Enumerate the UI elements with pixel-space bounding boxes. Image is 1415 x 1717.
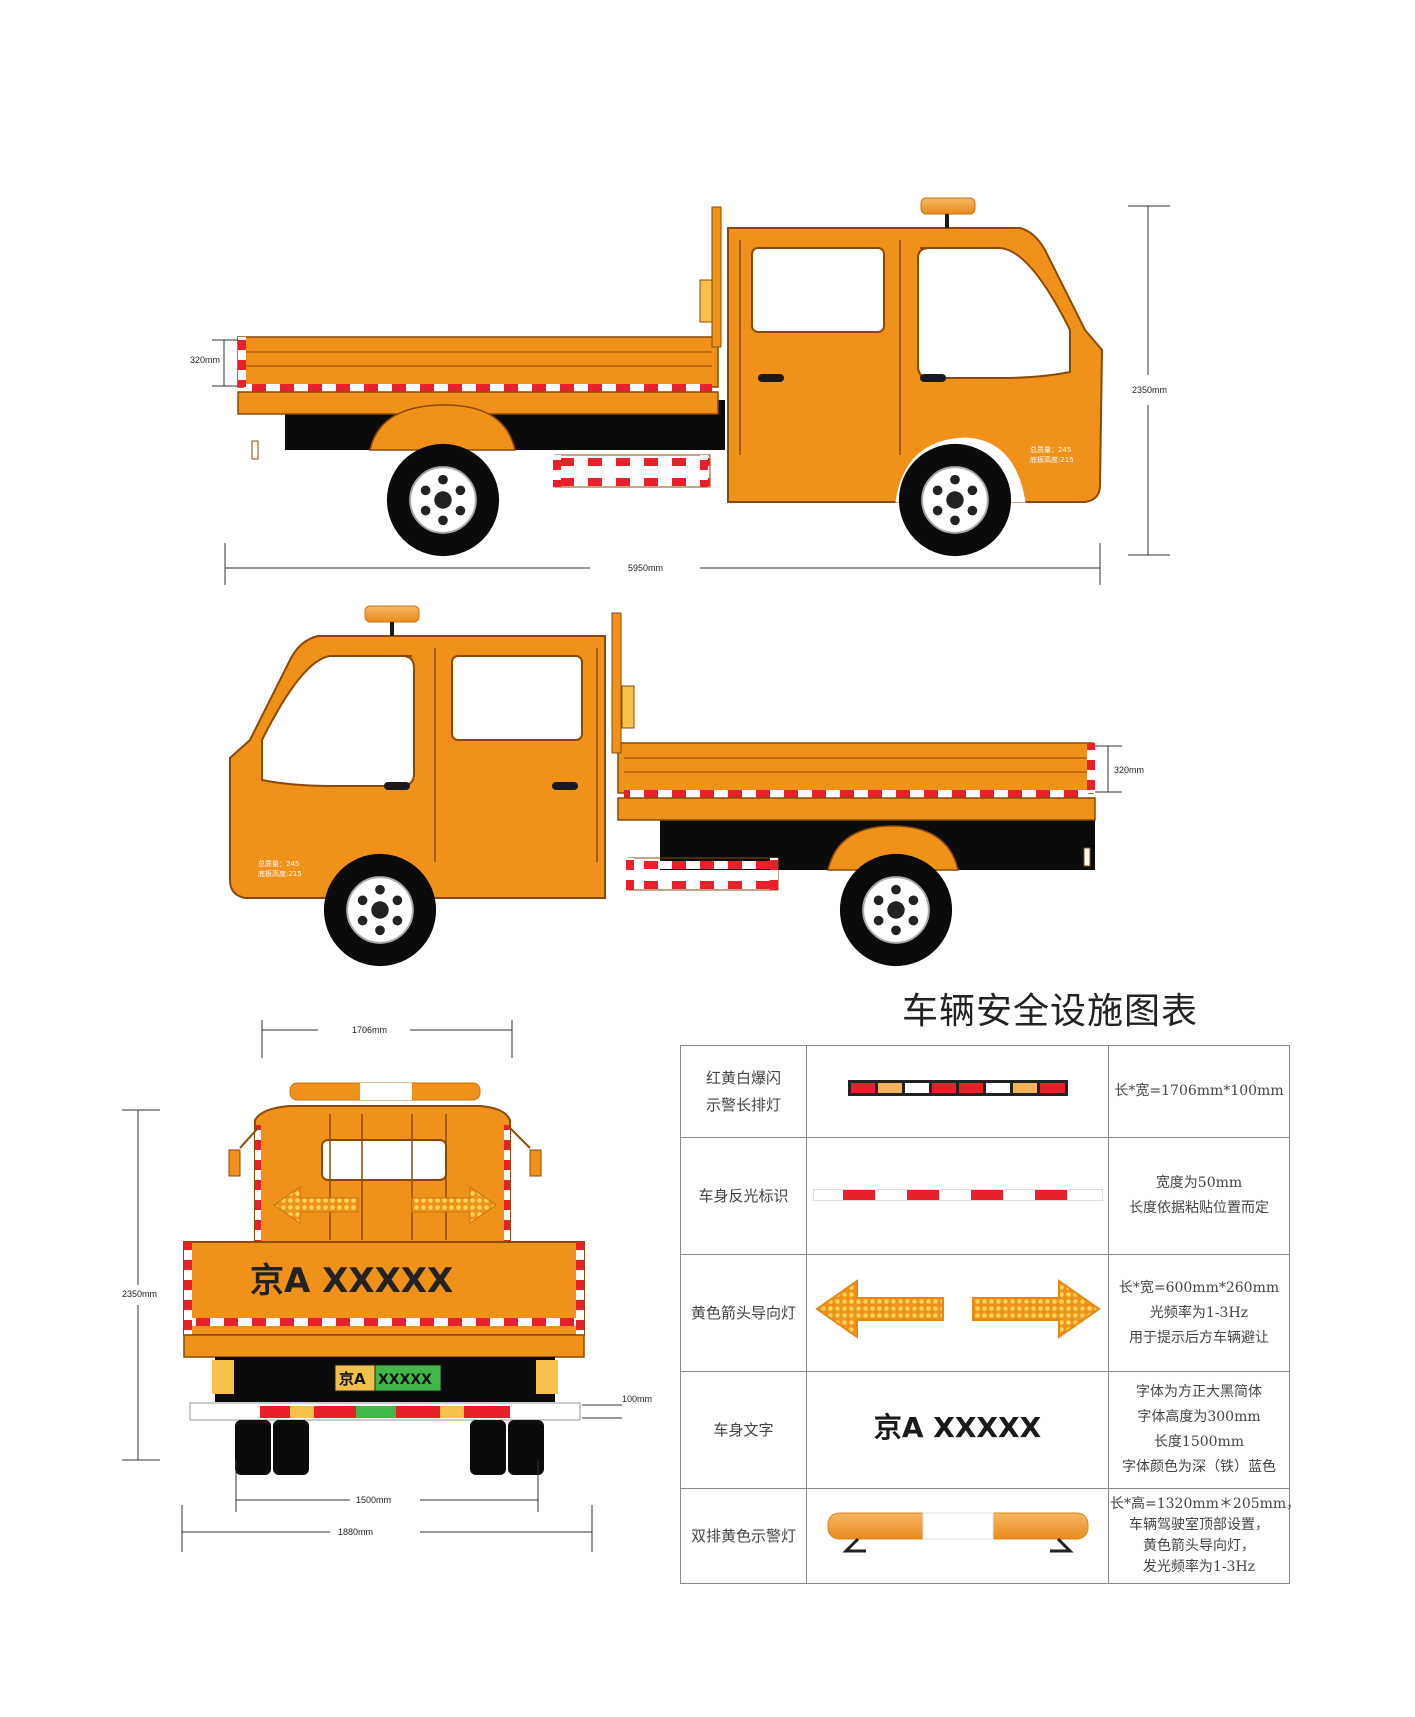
desc-line: 长*宽=1706mm*100mm bbox=[1114, 1083, 1284, 1099]
light-bar-strip bbox=[806, 1045, 1109, 1138]
plate-number: XXXXX bbox=[378, 1372, 432, 1388]
body-text-sample: 京A XXXXX bbox=[806, 1371, 1109, 1489]
desc-line: 字体高度为300mm bbox=[1137, 1409, 1261, 1425]
name-line: 双排黄色示警灯 bbox=[690, 1526, 796, 1545]
desc-line: 字体为方正大黑简体 bbox=[1136, 1384, 1262, 1400]
rear-wheel bbox=[838, 852, 954, 968]
plate-prefix-area bbox=[334, 1364, 376, 1392]
dim-overall-width: 1880mm bbox=[338, 1527, 374, 1537]
plate-prefix: 京A bbox=[339, 1370, 366, 1388]
desc-line: 黄色箭头导向灯， bbox=[1143, 1538, 1255, 1554]
body-text-sample-value: 京A XXXXX bbox=[873, 1411, 1042, 1444]
dim-wheel-track: 1500mm bbox=[356, 1495, 392, 1505]
door-text-line2: 底板高度:215 bbox=[258, 869, 302, 878]
name-line: 示警长排灯 bbox=[705, 1095, 781, 1114]
tailgate-text: 京A XXXXX bbox=[250, 1261, 453, 1301]
name-line: 车身文字 bbox=[713, 1420, 774, 1439]
desc-line: 宽度为50mm bbox=[1155, 1175, 1243, 1191]
name-line: 车身反光标识 bbox=[698, 1186, 789, 1205]
roof-beacon bbox=[920, 197, 976, 215]
dim-bar-height: 100mm bbox=[622, 1394, 653, 1404]
rear-window bbox=[751, 247, 885, 333]
front-window bbox=[917, 247, 1071, 379]
dual-warning-light bbox=[806, 1488, 1109, 1584]
rear-wheel bbox=[385, 442, 501, 558]
dim-deck-height: 320mm bbox=[190, 355, 221, 365]
desc-line: 发光频率为1-3Hz bbox=[1142, 1559, 1256, 1575]
desc-line: 字体颜色为深（铁）蓝色 bbox=[1122, 1459, 1276, 1475]
table-title: 车辆安全设施图表 bbox=[901, 991, 1198, 1032]
rear-view: 京A XXXXX 京A XXXXX bbox=[183, 1082, 585, 1475]
table-row: 双排黄色示警灯 长*高=1320mm＊205mm， 车辆驾驶室顶部设置， 黄色箭… bbox=[680, 1488, 1301, 1584]
desc-line: 长度1500mm bbox=[1153, 1434, 1245, 1450]
right-arrow-light bbox=[411, 1186, 497, 1224]
reflective-strip bbox=[624, 790, 1088, 798]
row-name: 双排黄色示警灯 bbox=[680, 1488, 807, 1584]
right-arrow-icon bbox=[971, 1278, 1101, 1339]
light-bar-strip-graphic bbox=[847, 1080, 1068, 1096]
name-line: 黄色箭头导向灯 bbox=[690, 1303, 796, 1322]
side-view-left: 总质量：245 底板高度:215 bbox=[229, 605, 1096, 968]
dimension-lines-1 bbox=[212, 205, 1170, 585]
dual-warning-light-graphic bbox=[827, 1512, 1088, 1552]
table-row: 车身反光标识 宽度为50mm 长度依据粘贴位置而定 bbox=[680, 1137, 1290, 1255]
row-desc: 长*高=1320mm＊205mm， 车辆驾驶室顶部设置， 黄色箭头导向灯， 发光… bbox=[1108, 1488, 1301, 1584]
door-text-line2: 底板高度:215 bbox=[1030, 455, 1074, 464]
row-name: 车身文字 bbox=[680, 1371, 807, 1489]
table-row: 车身文字 京A XXXXX 字体为方正大黑简体 字体高度为300mm 长度150… bbox=[680, 1371, 1290, 1489]
reflective-strip bbox=[244, 384, 712, 392]
front-wheel bbox=[322, 852, 438, 968]
desc-line: 车辆驾驶室顶部设置， bbox=[1129, 1517, 1269, 1533]
arrow-lights bbox=[806, 1254, 1109, 1372]
row-desc: 长*宽=1706mm*100mm bbox=[1108, 1045, 1290, 1138]
dimension-lines-3 bbox=[122, 1020, 622, 1552]
desc-line: 用于提示后方车辆避让 bbox=[1129, 1329, 1269, 1346]
left-arrow-icon bbox=[814, 1278, 944, 1339]
cargo-bed bbox=[617, 742, 1094, 794]
safety-facilities-table: 红黄白爆闪 示警长排灯 长*宽=1706mm*100mm 车身反光标识 bbox=[680, 1045, 1301, 1584]
reflective-strip-graphic bbox=[812, 1188, 1103, 1201]
cargo-bed bbox=[237, 336, 719, 388]
row-name: 红黄白爆闪 示警长排灯 bbox=[680, 1045, 807, 1138]
dim-rear-height: 2350mm bbox=[122, 1289, 158, 1299]
name-line: 红黄白爆闪 bbox=[705, 1068, 781, 1087]
desc-line: 光频率为1-3Hz bbox=[1149, 1304, 1249, 1321]
dim-rear-width: 1706mm bbox=[352, 1025, 388, 1035]
desc-line: 长度依据粘贴位置而定 bbox=[1129, 1200, 1269, 1216]
table-row: 黄色箭头导向灯 长*宽=600mm*260mm 光频率为1-3Hz 用于提示后方… bbox=[680, 1254, 1290, 1372]
plate-number-area bbox=[374, 1364, 442, 1392]
desc-line: 长*高=1320mm＊205mm， bbox=[1110, 1496, 1301, 1512]
side-view-right: 总质量：245 底板高度:215 bbox=[237, 197, 1104, 558]
row-name: 黄色箭头导向灯 bbox=[680, 1254, 807, 1372]
row-desc: 字体为方正大黑简体 字体高度为300mm 长度1500mm 字体颜色为深（铁）蓝… bbox=[1108, 1371, 1290, 1489]
door-text-line1: 总质量：245 bbox=[258, 859, 299, 868]
front-wheel bbox=[897, 442, 1013, 558]
door-text-line1: 总质量：245 bbox=[1030, 445, 1071, 454]
row-name: 车身反光标识 bbox=[680, 1137, 807, 1255]
front-window bbox=[261, 655, 415, 787]
reflective-strip bbox=[806, 1137, 1109, 1255]
roof-beacon bbox=[364, 605, 420, 623]
row-desc: 长*宽=600mm*260mm 光频率为1-3Hz 用于提示后方车辆避让 bbox=[1108, 1254, 1290, 1372]
row-desc: 宽度为50mm 长度依据粘贴位置而定 bbox=[1108, 1137, 1290, 1255]
dim-deck-height-2: 320mm bbox=[1114, 765, 1145, 775]
dim-overall-length: 5950mm bbox=[628, 563, 664, 573]
arrow-lights-graphic bbox=[814, 1278, 1101, 1339]
dimension-lines-2 bbox=[1095, 745, 1122, 793]
rear-window bbox=[451, 655, 583, 741]
dim-overall-height: 2350mm bbox=[1132, 385, 1168, 395]
left-arrow-light bbox=[273, 1186, 359, 1224]
desc-line: 长*宽=600mm*260mm bbox=[1118, 1279, 1280, 1296]
table-row: 红黄白爆闪 示警长排灯 长*宽=1706mm*100mm bbox=[680, 1045, 1290, 1138]
